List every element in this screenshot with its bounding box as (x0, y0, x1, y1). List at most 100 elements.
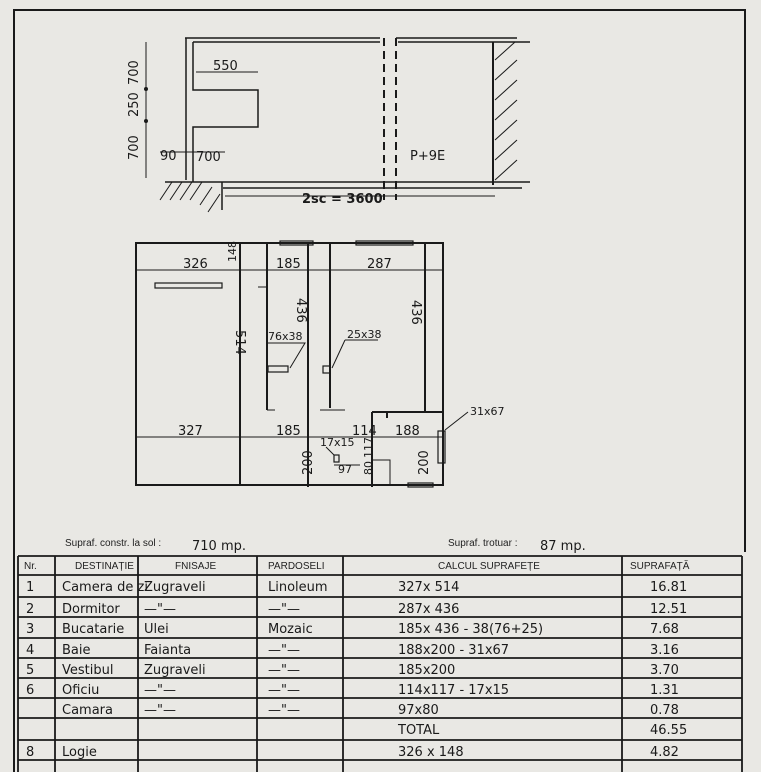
cell-suprafata: 1.31 (650, 683, 679, 698)
cell-calcul: TOTAL (397, 723, 440, 738)
window (355, 240, 414, 246)
span-label: 2sc = 3600 (302, 192, 383, 207)
cell-calcul: 287x 436 (398, 602, 459, 617)
duct-31x67 (437, 430, 446, 464)
dim-80: 80 (362, 461, 375, 475)
table-grid (17, 555, 743, 772)
table-headers: Nr. DESTINAȚIE FNISAJE PARDOSELI CALCUL … (24, 559, 690, 572)
header-suprafata: SUPRAFAȚĂ (630, 559, 690, 572)
cell-suprafata: 16.81 (650, 580, 687, 595)
cell-destinatie: Oficiu (62, 683, 99, 698)
cell-pardoseli: —"— (268, 683, 300, 698)
summary: Supraf. constr. la sol : 710 mp. Supraf.… (65, 538, 586, 554)
cell-suprafata: 0.78 (650, 703, 679, 718)
cell-pardoseli: —"— (268, 602, 300, 617)
built-area-value: 710 mp. (192, 539, 246, 554)
site-plan: 550 700 250 700 90 700 P+9E 2sc = 3600 (127, 37, 530, 213)
cell-nr: 4 (26, 643, 34, 658)
dim-550: 550 (213, 59, 238, 74)
cell-finisaje: Zugraveli (144, 663, 206, 678)
dim-76x38: 76x38 (268, 330, 303, 343)
window (154, 282, 223, 289)
header-nr: Nr. (24, 561, 37, 572)
cell-suprafata: 7.68 (650, 622, 679, 637)
header-destinatie: DESTINAȚIE (75, 561, 134, 572)
dim-700-left: 700 (127, 135, 142, 160)
dim-97: 97 (338, 463, 352, 476)
table-row: TOTAL 46.55 (397, 723, 687, 738)
dim-114: 114 (352, 424, 377, 439)
dim-700-top: 700 (127, 60, 142, 85)
hatching (159, 41, 518, 213)
cell-nr: 6 (26, 683, 34, 698)
cell-calcul: 188x200 - 31x67 (398, 643, 509, 658)
sheet-border (13, 9, 746, 772)
dim-514: 514 (232, 330, 247, 355)
sidewalk-value: 87 mp. (540, 539, 586, 554)
dim-327: 327 (178, 424, 203, 439)
table-row: Camara —"— —"— 97x80 0.78 (62, 703, 679, 718)
dim-31x67: 31x67 (470, 405, 505, 418)
dim-250: 250 (127, 92, 142, 117)
cell-destinatie: Camara (62, 703, 113, 718)
building-label: P+9E (410, 149, 445, 164)
table-row: 3 Bucatarie Ulei Mozaic 185x 436 - 38(76+25)… (26, 622, 679, 637)
cell-calcul: 326 x 148 (398, 745, 464, 760)
built-area-label: Supraf. constr. la sol : (65, 538, 161, 549)
cell-destinatie: Vestibul (62, 663, 113, 678)
cell-pardoseli: —"— (268, 643, 300, 658)
dim-148: 148 (226, 241, 239, 262)
cell-finisaje: —"— (144, 683, 176, 698)
cell-pardoseli: —"— (268, 703, 300, 718)
cell-finisaje: —"— (144, 703, 176, 718)
header-finisaje: FNISAJE (175, 561, 216, 572)
duct-76x38 (267, 365, 289, 373)
cell-suprafata: 12.51 (650, 602, 687, 617)
cell-destinatie: Logie (62, 745, 97, 760)
dim-200-left: 200 (301, 450, 316, 475)
dim-188: 188 (395, 424, 420, 439)
cell-pardoseli: Mozaic (268, 622, 313, 637)
cell-nr: 1 (26, 580, 34, 595)
cell-finisaje: Faianta (144, 643, 191, 658)
cell-pardoseli: —"— (268, 663, 300, 678)
sidewalk-label: Supraf. trotuar : (448, 538, 517, 549)
cell-destinatie: Dormitor (62, 602, 120, 617)
window (407, 482, 434, 488)
floor-plan: 326 148 185 287 514 436 76x38 436 25x38 … (135, 240, 505, 488)
cell-nr: 5 (26, 663, 34, 678)
dim-436-right: 436 (408, 300, 423, 325)
duct-25x38 (322, 365, 331, 374)
header-calcul: CALCUL SUPRAFEȚE (438, 561, 540, 572)
cell-nr: 2 (26, 602, 34, 617)
dim-700-bottom: 700 (196, 150, 221, 165)
dim-25x38: 25x38 (347, 328, 382, 341)
cell-calcul: 185x200 (398, 663, 455, 678)
dim-436-left: 436 (293, 298, 308, 323)
dim-287: 287 (367, 257, 392, 272)
header-pardoseli: PARDOSELI (268, 561, 325, 572)
cell-suprafata: 46.55 (650, 723, 687, 738)
cell-finisaje: Zugraveli (144, 580, 206, 595)
cell-destinatie: Baie (62, 643, 91, 658)
dim-117: 117 (362, 437, 375, 458)
dim-17x15: 17x15 (320, 436, 355, 449)
window (279, 240, 314, 246)
dim-200-right: 200 (417, 450, 432, 475)
cell-nr: 3 (26, 622, 34, 637)
cell-calcul: 114x117 - 17x15 (398, 683, 509, 698)
cell-destinatie: Camera de zi (62, 580, 148, 595)
cell-destinatie: Bucatarie (62, 622, 124, 637)
cell-calcul: 185x 436 - 38(76+25) (398, 622, 543, 637)
cell-nr: 8 (26, 745, 34, 760)
table-row: 6 Oficiu —"— —"— 114x117 - 17x15 1.31 (26, 683, 679, 698)
cell-calcul: 97x80 (398, 703, 439, 718)
cell-finisaje: Ulei (144, 622, 169, 637)
